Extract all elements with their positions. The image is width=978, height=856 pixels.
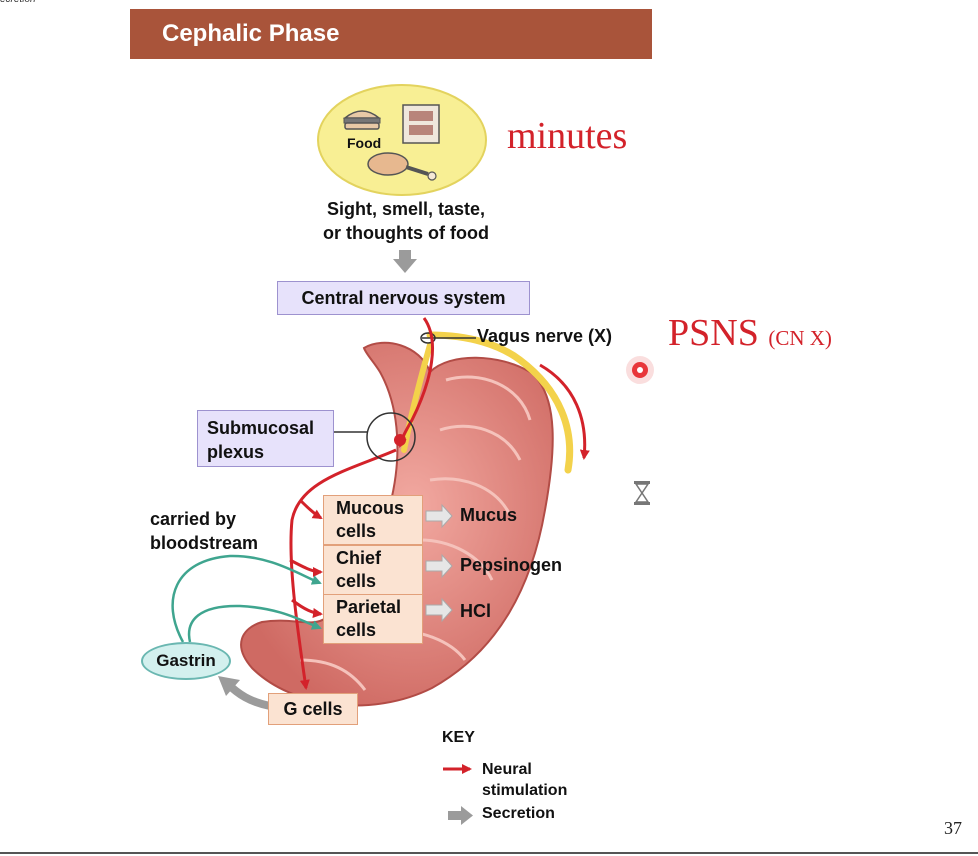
key-neural-line-1: Neural (482, 761, 532, 778)
cell-line-2: cells (336, 620, 377, 640)
secretion-arrow-to-cns (393, 250, 417, 273)
bottom-divider (0, 852, 978, 854)
plexus-pointer (334, 412, 416, 462)
gastrin-oval: Gastrin (141, 642, 231, 680)
mucus-label: Mucus (460, 505, 518, 525)
key-secretion-arrow (448, 806, 473, 825)
cell-line-2: cells (336, 571, 377, 591)
hcl-label: HCl (460, 601, 491, 621)
page-number: 37 (944, 818, 962, 838)
cns-box: Central nervous system (277, 281, 530, 315)
neural-arrows (289, 317, 590, 690)
psns-sub-text: (CN X) (768, 326, 832, 350)
submucosal-plexus-box: Submucosal plexus (197, 410, 334, 467)
hourglass-icon (634, 481, 650, 505)
food-label: Food (347, 135, 382, 151)
key-neural-line-2: stimulation (482, 782, 568, 799)
senses-caption: Sight, smell, taste, or thoughts of food (296, 197, 516, 245)
psns-annotation: PSNS (CN X) (668, 311, 832, 355)
drumstick-icon (367, 152, 437, 181)
cns-label: Central nervous system (301, 287, 506, 308)
carton-icon (402, 104, 440, 144)
psns-text: PSNS (668, 312, 759, 354)
senses-line-2: or thoughts of food (323, 223, 489, 243)
header-bar: Cephalic Phase (130, 9, 652, 59)
cell-line-1: Mucous (336, 498, 405, 518)
food-ellipse (317, 84, 487, 196)
g-cells-label: G cells (283, 698, 343, 719)
key-secretion-label: Secretion (482, 805, 555, 822)
burger-icon (342, 110, 382, 130)
senses-line-1: Sight, smell, taste, (326, 199, 486, 219)
mucous-cells-box: Mucous cells (323, 495, 423, 545)
secretion-arrows (425, 503, 453, 623)
minutes-annotation: minutes (507, 115, 628, 157)
laser-pointer-icon (626, 356, 654, 384)
key-title: KEY (442, 729, 475, 746)
carried-line-1: carried by (150, 509, 237, 529)
chief-cells-box: Chief cells (323, 545, 423, 595)
key-neural-label: Neural stimulation (482, 759, 592, 801)
cell-line-1: Chief (336, 548, 381, 568)
submucosal-line-2: plexus (207, 442, 265, 462)
bloodstream-caption: carried by bloodstream (150, 507, 258, 555)
submucosal-line-1: Submucosal (207, 418, 315, 438)
neural-node (394, 434, 406, 446)
gastrin-label: Gastrin (156, 651, 216, 670)
carried-line-2: bloodstream (150, 533, 259, 553)
parietal-cells-box: Parietal cells (323, 594, 423, 644)
bloodstream-arrows (171, 554, 322, 643)
cell-line-1: Parietal (336, 597, 402, 617)
gastrin-secretion-arrowhead (218, 676, 240, 696)
gastrin-secretion-arrow (225, 681, 271, 710)
cell-line-2: cells (336, 521, 377, 541)
top-fragment-text: ecretion (0, 0, 36, 5)
g-cells-box: G cells (268, 693, 358, 725)
header-title: Cephalic Phase (162, 20, 340, 47)
vagus-nerve-label: Vagus nerve (X) (477, 326, 613, 346)
pepsinogen-label: Pepsinogen (460, 555, 563, 575)
